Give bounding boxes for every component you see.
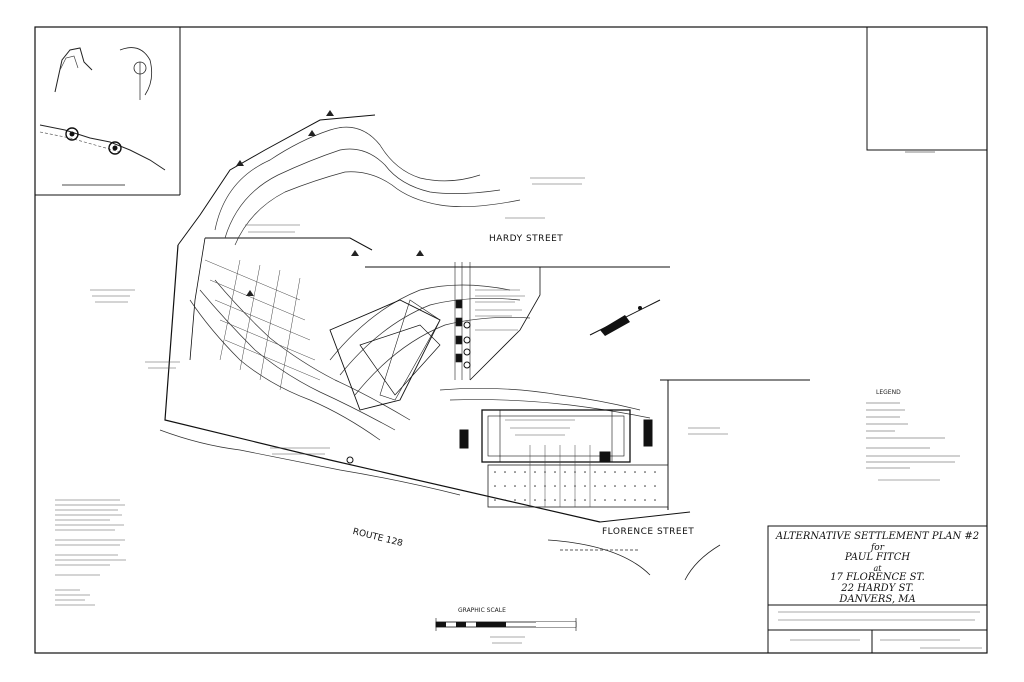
for-word: for	[870, 543, 885, 553]
parking-area	[487, 445, 669, 508]
florence-street-label: FLORENCE STREET	[602, 527, 695, 537]
client-name: PAUL FITCH	[844, 552, 911, 563]
survey-marks	[236, 110, 471, 464]
title-block-details	[778, 611, 982, 649]
title-block-frame	[767, 525, 988, 654]
sheet-border	[34, 26, 988, 654]
lot-hatching	[204, 259, 441, 411]
town-name: DANVERS, MA	[839, 594, 916, 605]
building-footprint	[459, 409, 653, 463]
lot-stripes	[454, 262, 471, 380]
at-word: at	[873, 564, 882, 573]
address-line-1: 17 FLORENCE ST.	[830, 572, 925, 583]
topo-contours	[159, 126, 651, 496]
legend-heading: LEGEND	[876, 389, 901, 396]
annotation-scribbles	[55, 177, 940, 606]
plan-title: ALTERNATIVE SETTLEMENT PLAN #2	[775, 531, 980, 542]
hardy-street-label: HARDY STREET	[489, 234, 564, 244]
road-curves	[547, 539, 721, 581]
legend: LEGEND	[866, 389, 960, 469]
north-arrow-icon	[589, 299, 661, 336]
inset-detail	[35, 27, 181, 196]
graphic-scale-bar: GRAPHIC SCALE	[435, 607, 577, 644]
revision-box	[866, 26, 988, 153]
graphic-scale-label: GRAPHIC SCALE	[458, 607, 506, 614]
address-line-2: 22 HARDY ST.	[841, 583, 914, 594]
